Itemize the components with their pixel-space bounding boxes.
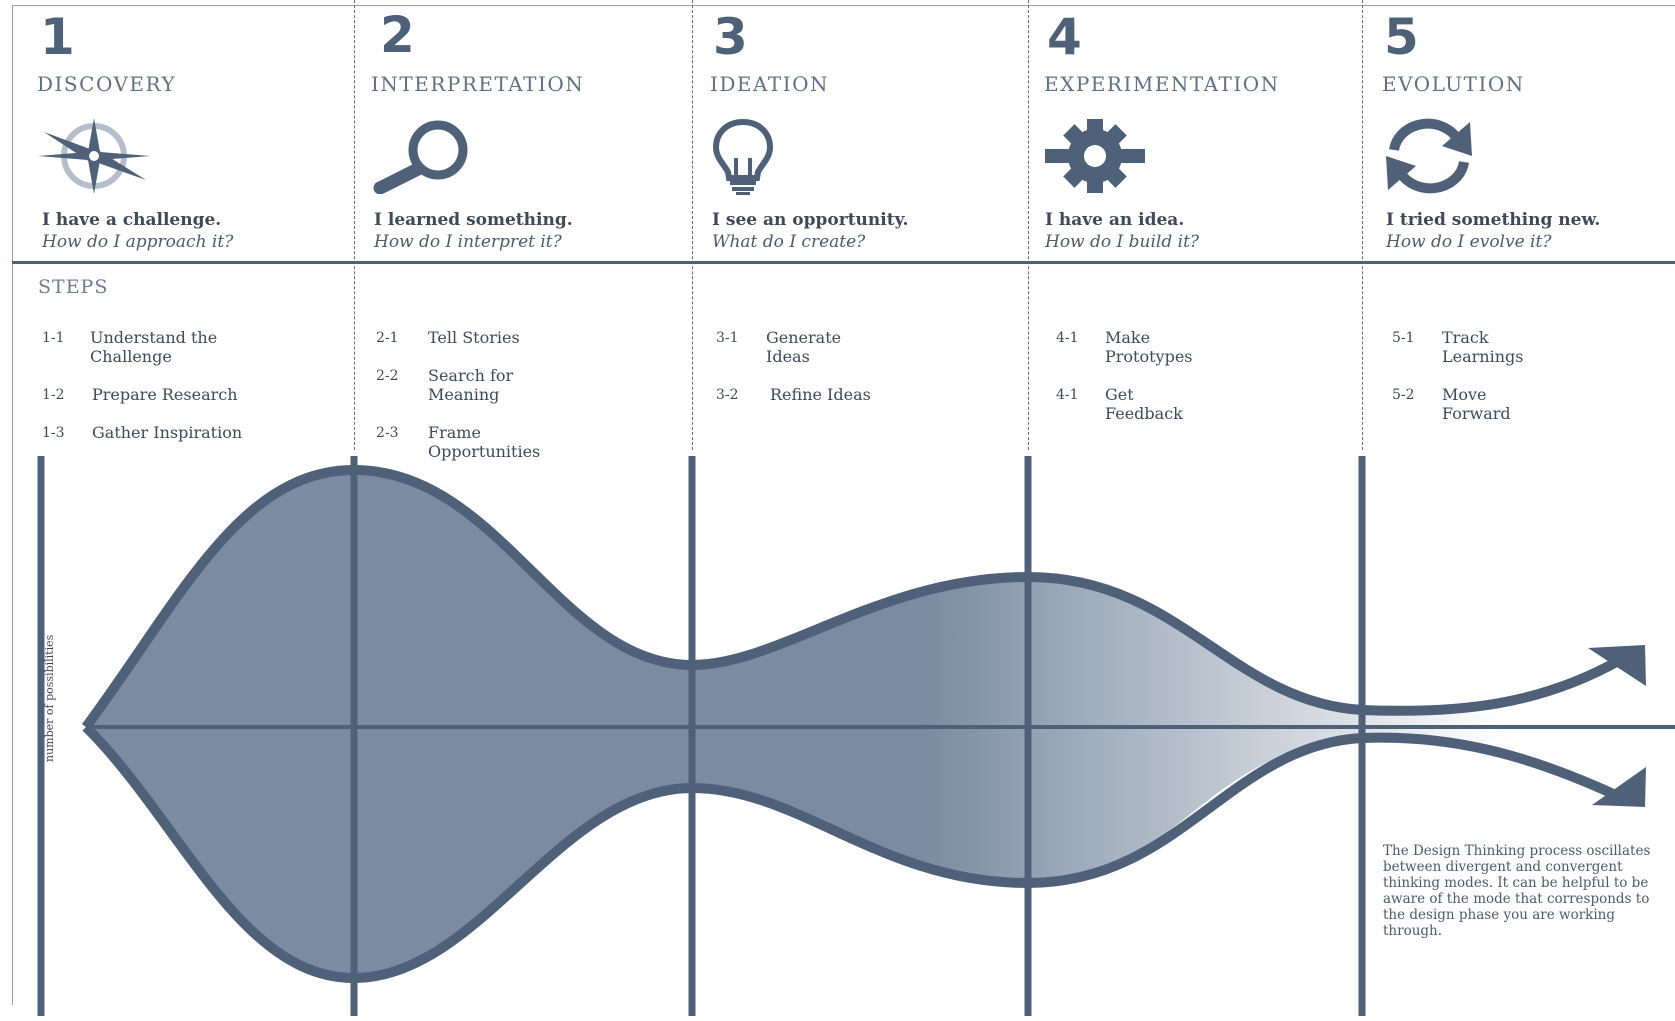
step-label: Prepare Research [92, 385, 238, 404]
phase-statement-1: I have a challenge. [42, 210, 222, 230]
phase-title-interpretation: INTERPRETATION [371, 72, 585, 96]
phase-number-3: 3 [713, 8, 748, 66]
upper-arrowhead [1588, 645, 1646, 686]
possibilities-shape [86, 470, 1610, 978]
phase-number-1: 1 [40, 8, 75, 66]
step-number: 2-3 [376, 425, 399, 441]
step-label: Tell Stories [428, 328, 520, 347]
lightbulb-icon [712, 118, 774, 195]
phase-title-discovery: DISCOVERY [37, 72, 177, 96]
column-divider-4 [1362, 0, 1363, 450]
gear-icon [1045, 119, 1145, 193]
step-number: 2-1 [376, 330, 399, 346]
phase-number-2: 2 [380, 6, 415, 64]
phase-number-4: 4 [1047, 8, 1082, 66]
phase-statement-2: I learned something. [374, 210, 573, 230]
column-divider-2 [692, 0, 693, 450]
lower-arrowhead [1592, 767, 1646, 807]
step-number: 5-2 [1392, 387, 1415, 403]
step-number: 5-1 [1392, 330, 1415, 346]
phase-statement-5: I tried something new. [1386, 210, 1601, 230]
steps-heading: STEPS [38, 276, 109, 298]
step-number: 1-3 [42, 425, 65, 441]
phase-title-experimentation: EXPERIMENTATION [1044, 72, 1280, 96]
phase-statement-4: I have an idea. [1045, 210, 1185, 230]
step-number: 4-1 [1056, 330, 1079, 346]
column-divider-1 [354, 0, 355, 450]
phase-number-5: 5 [1384, 8, 1419, 66]
phase-question-5: How do I evolve it? [1386, 232, 1552, 252]
phase-question-4: How do I build it? [1045, 232, 1200, 252]
phase-statement-3: I see an opportunity. [712, 210, 909, 230]
phase-title-evolution: EVOLUTION [1382, 72, 1525, 96]
step-number: 3-1 [716, 330, 739, 346]
step-label: Gather Inspiration [92, 423, 243, 442]
phase-question-1: How do I approach it? [42, 232, 234, 252]
column-divider-3 [1028, 0, 1029, 450]
phase-title-ideation: IDEATION [710, 72, 830, 96]
step-label: Refine Ideas [770, 385, 871, 404]
process-note: The Design Thinking process oscillates b… [1383, 843, 1651, 939]
y-axis-label: number of possibilities [43, 634, 56, 762]
compass-icon [38, 118, 150, 194]
refresh-icon [1386, 118, 1472, 194]
step-number: 4-1 [1056, 387, 1079, 403]
step-number: 3-2 [716, 387, 739, 403]
phase-question-2: How do I interpret it? [374, 232, 562, 252]
phase-question-3: What do I create? [712, 232, 866, 252]
header-divider [12, 261, 1675, 264]
step-number: 1-1 [42, 330, 65, 346]
magnifier-icon [373, 120, 468, 194]
step-number: 1-2 [42, 387, 65, 403]
frame-left-border [12, 5, 13, 1005]
step-number: 2-2 [376, 368, 399, 384]
frame-top-border [12, 5, 1675, 6]
